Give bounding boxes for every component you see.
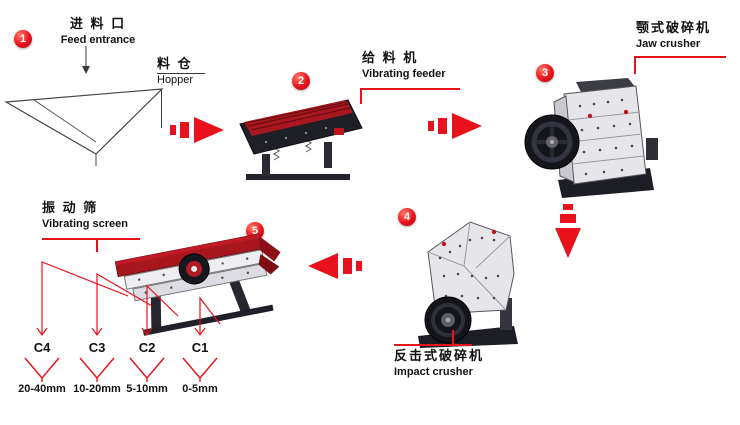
output-c2-label: C2 [138, 340, 156, 355]
impact-crusher-label-en: Impact crusher [394, 365, 473, 378]
output-column-c3: C3 10-20mm [65, 340, 129, 395]
vibrating-feeder-label-underline [360, 88, 460, 90]
impact-crusher-label-underline [394, 344, 472, 346]
step-badge-1: 1 [14, 30, 32, 48]
output-c1-size: 0-5mm [182, 383, 218, 395]
hopper-label-zh: 料 仓 [157, 56, 193, 71]
feed-entrance-label-zh: 进 料 口 [69, 16, 127, 31]
vibrating-screen-label-underline [42, 238, 140, 240]
output-c4-size: 20-40mm [18, 383, 66, 395]
output-c2-size: 5-10mm [126, 383, 168, 395]
impact-crusher-label-zh: 反击式破碎机 [394, 348, 485, 363]
hopper-label-underline [157, 73, 205, 74]
output-column-c2: C2 5-10mm [115, 340, 179, 395]
step-badge-2: 2 [292, 72, 310, 90]
output-c1-label: C1 [191, 340, 209, 355]
vibrating-screen-image [114, 233, 281, 336]
jaw-crusher-label-zh: 颚式破碎机 [636, 20, 712, 35]
output-c4-label: C4 [33, 340, 51, 355]
feed-entrance-label: 进 料 口 Feed entrance [38, 16, 158, 47]
vibrating-feeder-image [239, 99, 363, 180]
vibrating-feeder-label-en: Vibrating feeder [362, 67, 446, 80]
hopper-outline [4, 88, 164, 166]
flow-arrow-down [555, 204, 581, 258]
vibrating-screen-label: 振 动 筛 Vibrating screen [42, 200, 128, 231]
step-badge-3: 3 [536, 64, 554, 82]
impact-crusher-label: 反击式破碎机 Impact crusher [394, 348, 484, 379]
output-c3-size: 10-20mm [73, 383, 121, 395]
flow-arrow-right-2 [428, 113, 482, 139]
vibrating-feeder-label-zh: 给 料 机 [362, 50, 419, 65]
hopper-label-en: Hopper [157, 73, 194, 86]
hopper-leader-line [161, 90, 162, 128]
hopper-label: 料 仓 Hopper [157, 56, 193, 87]
impact-crusher-image [418, 221, 518, 348]
output-c2-cone-icon [129, 357, 165, 382]
jaw-crusher-label: 颚式破碎机 Jaw crusher [636, 20, 711, 51]
step-badge-4: 4 [398, 208, 416, 226]
jaw-crusher-label-en: Jaw crusher [636, 37, 701, 50]
vibrating-screen-leader-line [96, 238, 98, 252]
jaw-crusher-label-underline [634, 56, 726, 58]
jaw-crusher-image [524, 78, 658, 198]
vibrating-feeder-leader-line [360, 88, 362, 104]
vibrating-screen-label-en: Vibrating screen [42, 217, 128, 230]
flow-arrow-right-1 [170, 117, 224, 143]
jaw-crusher-leader-line [634, 56, 636, 74]
output-c4-cone-icon [24, 357, 60, 382]
output-c3-cone-icon [79, 357, 115, 382]
output-c3-label: C3 [88, 340, 106, 355]
impact-crusher-leader-line [452, 330, 454, 344]
feed-entrance-label-en: Feed entrance [60, 33, 136, 46]
vibrating-screen-label-zh: 振 动 筛 [42, 200, 99, 215]
feed-down-arrow-icon [82, 46, 90, 74]
output-column-c1: C1 0-5mm [168, 340, 232, 395]
output-c1-cone-icon [182, 357, 218, 382]
flow-arrow-left [308, 253, 362, 279]
output-column-c4: C4 20-40mm [10, 340, 74, 395]
vibrating-feeder-label: 给 料 机 Vibrating feeder [362, 50, 446, 81]
